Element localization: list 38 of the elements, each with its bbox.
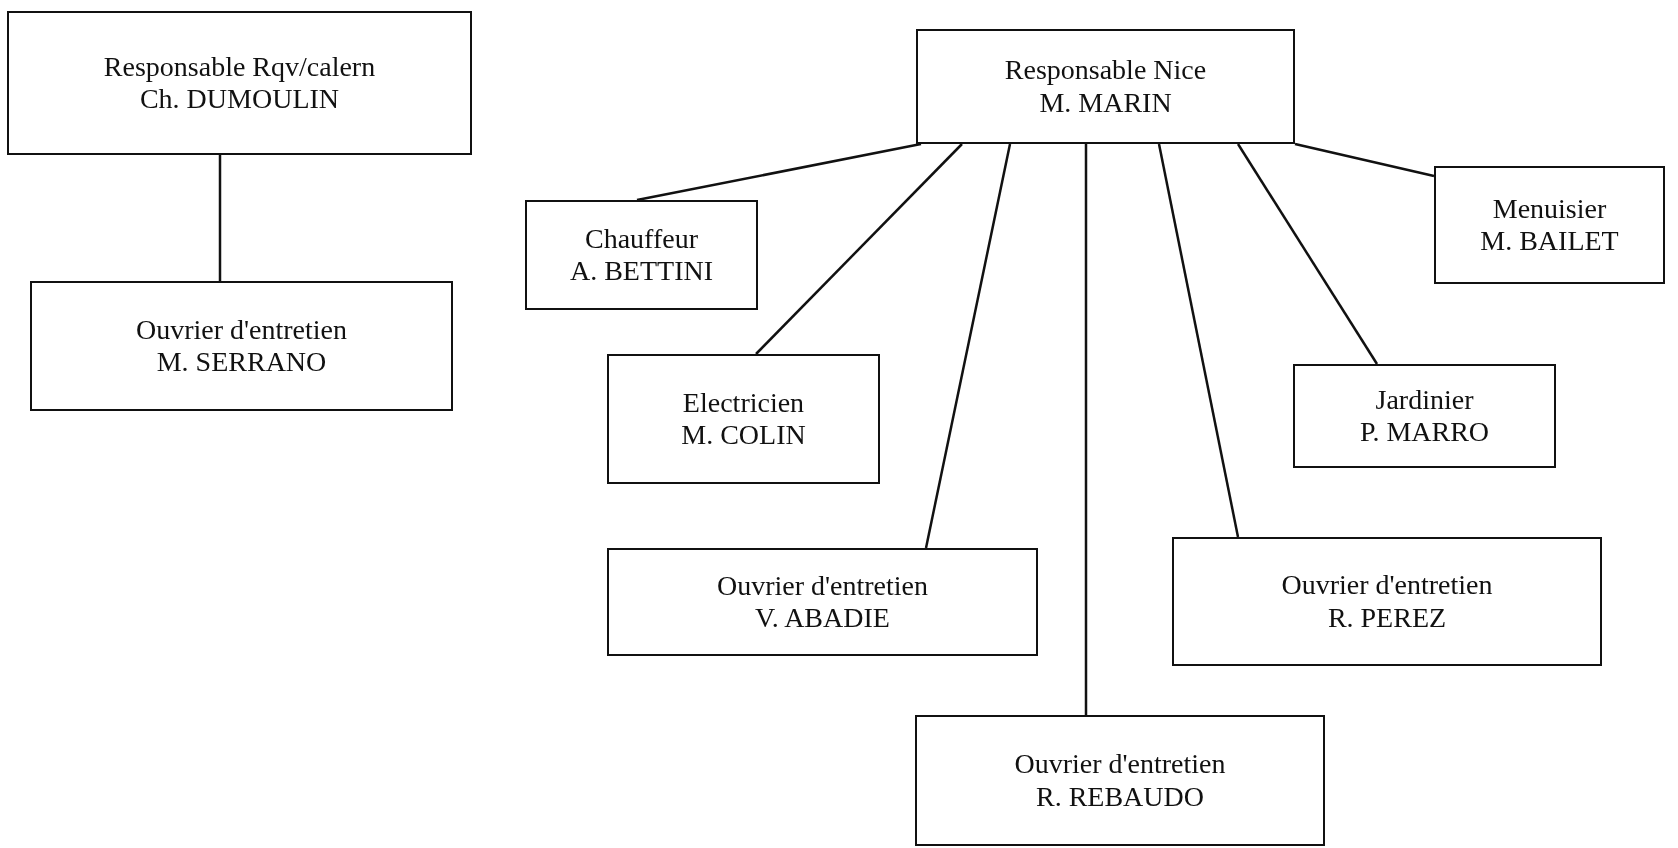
job-title: Responsable Rqv/calern <box>103 50 376 83</box>
job-title: Jardinier <box>1375 383 1474 416</box>
connector-line <box>1236 143 1379 365</box>
person-name: P. MARRO <box>1359 416 1490 449</box>
org-box <box>1293 364 1556 468</box>
connector-line <box>218 155 222 281</box>
person-name: Ch. DUMOULIN <box>139 83 340 116</box>
org-box <box>607 354 880 484</box>
org-box <box>7 11 472 155</box>
org-box <box>916 29 1295 144</box>
person-name: R. PEREZ <box>1327 601 1447 634</box>
org-box <box>525 200 758 310</box>
connector-line <box>636 142 922 202</box>
person-name: M. BAILET <box>1480 225 1619 258</box>
job-title: Chauffeur <box>585 222 698 255</box>
connector-line <box>1157 143 1240 538</box>
person-name: M. SERRANO <box>156 346 327 379</box>
org-box <box>607 548 1038 656</box>
connector-line <box>1084 144 1088 715</box>
job-title: Ouvrier d'entretien <box>135 313 348 346</box>
person-name: A. BETTINI <box>569 255 714 288</box>
org-box <box>1434 166 1665 284</box>
job-title: Ouvrier d'entretien <box>1281 569 1493 602</box>
person-name: M. MARIN <box>1039 86 1172 119</box>
org-box <box>1172 537 1602 666</box>
connector-line <box>1294 142 1435 178</box>
job-title: Ouvrier d'entretien <box>716 569 929 602</box>
connector-line <box>924 143 1012 549</box>
job-title: Electricien <box>682 386 805 419</box>
person-name: M. COLIN <box>681 419 806 452</box>
org-box <box>30 281 453 411</box>
person-name: R. REBAUDO <box>1036 780 1204 813</box>
person-name: V. ABADIE <box>755 602 890 635</box>
job-title: Ouvrier d'entretien <box>1014 748 1226 781</box>
job-title: Menuisier <box>1492 192 1607 225</box>
job-title: Responsable Nice <box>1004 54 1207 87</box>
connector-line <box>755 143 963 355</box>
org-box <box>915 715 1325 846</box>
